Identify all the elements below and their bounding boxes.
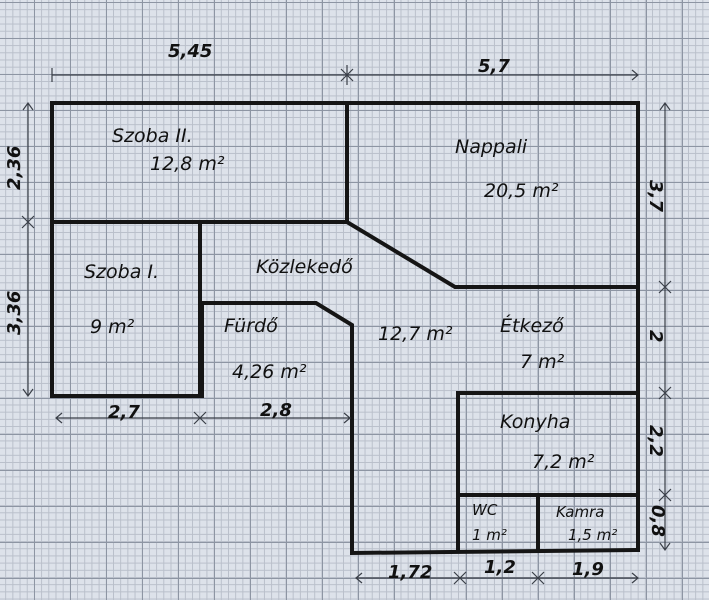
- dim-label: 2,7: [108, 402, 140, 423]
- dim-right: [658, 101, 672, 552]
- room-name-wc: WC: [472, 501, 498, 519]
- dim-top: [51, 65, 639, 85]
- room-name-szoba1: Szoba I.: [84, 261, 159, 283]
- room-area-szoba2: 12,8 m²: [150, 153, 225, 175]
- dim-bottom-right: [355, 571, 639, 585]
- room-name-szoba2: Szoba II.: [112, 125, 193, 147]
- walls: [50, 101, 640, 556]
- wall-konyha: [456, 391, 640, 552]
- dim-label: 1,72: [388, 562, 432, 583]
- dimension-labels: 5,45 5,7 2,36 3,36 3,7 2 2,2 0,8 2,7 2,8…: [4, 41, 668, 583]
- room-area-konyha: 7,2 m²: [532, 451, 595, 473]
- room-area-szoba1: 9 m²: [90, 316, 135, 338]
- dim-label: 2,2: [645, 425, 666, 457]
- room-area-kozlekedo: 12,7 m²: [378, 323, 453, 345]
- room-name-kamra: Kamra: [556, 503, 604, 521]
- room-area-nappali: 20,5 m²: [484, 180, 559, 202]
- dim-label: 3,36: [4, 291, 25, 335]
- room-name-nappali: Nappali: [455, 136, 528, 158]
- room-area-furdo: 4,26 m²: [232, 361, 307, 383]
- dim-label: 5,45: [168, 41, 212, 62]
- room-area-wc: 1 m²: [472, 526, 507, 544]
- wall-wc-kamra: [456, 493, 640, 552]
- dim-label: 1,2: [484, 557, 516, 578]
- dim-left: [21, 101, 35, 398]
- outer-wall: [50, 101, 640, 556]
- room-area-kamra: 1,5 m²: [568, 526, 617, 544]
- dim-label: 2,8: [260, 400, 292, 421]
- dim-bottom-left: [55, 411, 351, 425]
- dim-label: 2: [645, 330, 666, 343]
- room-area-etkezo: 7 m²: [520, 351, 565, 373]
- dim-label: 1,9: [572, 559, 604, 580]
- room-name-konyha: Konyha: [500, 411, 570, 433]
- dimension-lines: [21, 65, 672, 585]
- room-name-kozlekedo: Közlekedő: [256, 256, 353, 278]
- dim-label: 2,36: [4, 146, 25, 190]
- room-labels: Szoba II. 12,8 m² Nappali 20,5 m² Szoba …: [84, 125, 617, 544]
- room-name-etkezo: Étkező: [500, 314, 564, 337]
- room-name-furdo: Fürdő: [224, 315, 278, 337]
- dim-label: 3,7: [645, 180, 666, 212]
- dim-label: 5,7: [478, 56, 510, 77]
- dim-label: 0,8: [647, 505, 668, 537]
